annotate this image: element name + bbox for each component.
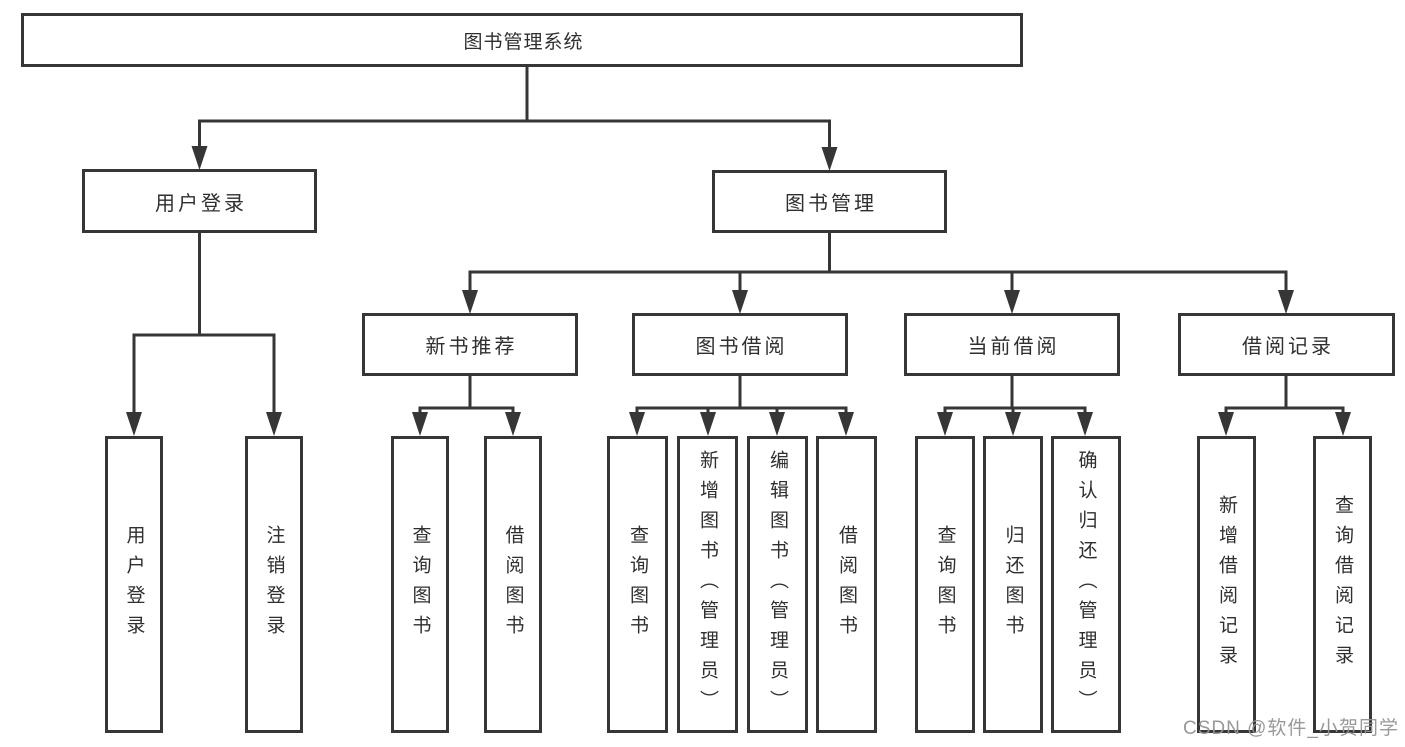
leaf-query-books-recommend: 查询图书	[391, 436, 449, 733]
node-new-book-recommend: 新书推荐	[362, 313, 578, 376]
node-current-borrowing: 当前借阅	[904, 313, 1120, 376]
leaf-borrow-books-borrowing: 借阅图书	[816, 436, 877, 733]
node-root-system: 图书管理系统	[21, 13, 1023, 67]
leaf-borrow-books-recommend: 借阅图书	[484, 436, 542, 733]
leaf-query-books-current: 查询图书	[915, 436, 975, 733]
node-book-borrowing: 图书借阅	[632, 313, 848, 376]
leaf-add-borrow-record: 新增借阅记录	[1197, 436, 1256, 733]
leaf-user-login: 用户登录	[105, 436, 163, 733]
leaf-logout: 注销登录	[245, 436, 303, 733]
leaf-query-books-borrowing: 查询图书	[607, 436, 668, 733]
node-book-management: 图书管理	[712, 170, 947, 233]
node-borrowing-records: 借阅记录	[1178, 313, 1395, 376]
leaf-return-book: 归还图书	[983, 436, 1043, 733]
leaf-confirm-return-admin: 确认归还（管理员）	[1051, 436, 1121, 733]
csdn-watermark: CSDN @软件_小贺同学	[1183, 718, 1399, 739]
leaf-query-borrow-record: 查询借阅记录	[1313, 436, 1372, 733]
node-user-login-group: 用户登录	[82, 169, 317, 233]
arrowhead-icons	[126, 146, 1351, 436]
leaf-edit-book-admin: 编辑图书（管理员）	[747, 436, 808, 733]
leaf-add-book-admin: 新增图书（管理员）	[677, 436, 738, 733]
